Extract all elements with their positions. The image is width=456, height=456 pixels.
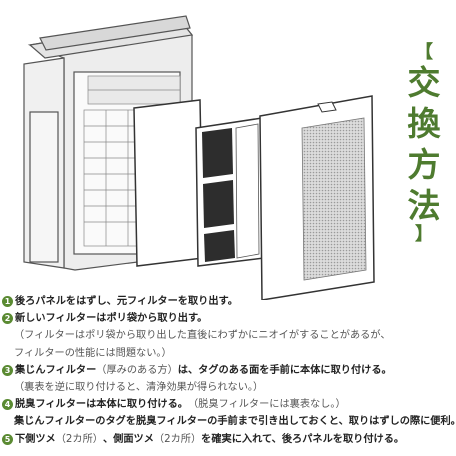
- step-2-note-line-1: （フィルターはポリ袋から取り出した直後にわずかにニオイがすることがあるが、: [14, 330, 391, 342]
- step-note: （2カ所）: [153, 433, 202, 445]
- title-char-2: 換: [407, 104, 441, 143]
- step-text: 下側ツメ: [15, 433, 56, 445]
- title-char-4: 法: [407, 186, 441, 225]
- step-note: （脱臭フィルターには裏表なし。）: [187, 399, 346, 411]
- step-number-badge: 2: [2, 313, 13, 325]
- step-text: を確実に入れて、後ろパネルを取り付ける。: [201, 433, 405, 445]
- title-char-1: 交: [407, 63, 441, 102]
- step-2-note-line-2: フィルターの性能には問題ない。）: [14, 347, 172, 359]
- step-number-badge: 4: [2, 399, 13, 411]
- instruction-steps: 1 後ろパネルをはずし、元フィルターを取り出す。 2 新しいフィルターはポリ袋か…: [2, 293, 456, 448]
- filter-replacement-illustration: [23, 15, 375, 300]
- step-text: は、タグのある面を手前に本体に取り付ける。: [177, 364, 392, 376]
- dust-collecting-filter-dark: [195, 117, 265, 267]
- step-text: 脱臭フィルターは本体に取り付ける。: [15, 399, 188, 411]
- title-bracket-open: 【: [415, 42, 433, 63]
- step-text: 集じんフィルター: [15, 364, 97, 376]
- back-panel: [259, 95, 375, 300]
- step-number-badge: 1: [2, 296, 13, 308]
- step-number-badge: 5: [2, 433, 13, 445]
- step-4: 4 脱臭フィルターは本体に取り付ける。 （脱臭フィルターには裏表なし。）: [2, 396, 454, 413]
- step-note: （厚みのある方）: [96, 364, 178, 376]
- step-1: 1 後ろパネルをはずし、元フィルターを取り出す。: [2, 293, 454, 310]
- step-2: 2 新しいフィルターはポリ袋から取り出す。: [2, 310, 454, 327]
- step-text: 後ろパネルをはずし、元フィルターを取り出す。: [15, 296, 238, 307]
- step-3-note: （裏表を逆に取り付けると、清浄効果が得られない。）: [14, 382, 264, 394]
- step-text: 、側面ツメ: [102, 433, 154, 445]
- step-number-badge: 3: [2, 364, 13, 376]
- step-3: 3 集じんフィルター （厚みのある方） は、タグのある面を手前に本体に取り付ける…: [2, 362, 454, 379]
- step-5: 5 下側ツメ （2カ所） 、側面ツメ （2カ所） を確実に入れて、後ろパネルを取…: [2, 431, 454, 448]
- title-bracket-close: 】: [415, 224, 433, 245]
- deodorizing-filter-white: [133, 99, 204, 267]
- step-4-continuation: 集じんフィルターのタグを脱臭フィルターの手前まで引き出しておくと、取りはずしの際…: [14, 416, 456, 428]
- vertical-title: 【 交 換 方 法 】: [398, 44, 450, 254]
- title-char-3: 方: [407, 145, 441, 184]
- step-text: 新しいフィルターはポリ袋から取り出す。: [15, 313, 208, 325]
- step-note: （2カ所）: [55, 433, 103, 445]
